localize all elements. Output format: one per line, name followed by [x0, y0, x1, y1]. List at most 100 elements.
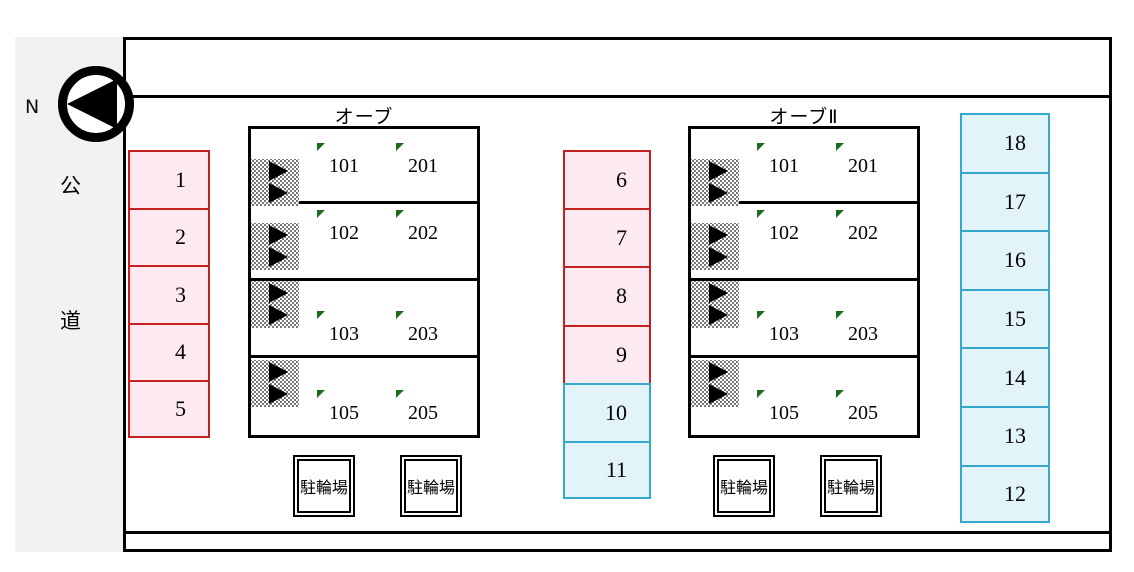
stair-arrow-icon — [269, 384, 288, 404]
unit-number[interactable]: 101 — [329, 155, 359, 177]
unit-corner-marker-icon — [757, 210, 765, 218]
parking-stall-9[interactable]: 9 — [563, 324, 651, 383]
driveway-line-top — [126, 95, 1112, 98]
public-road-label-top: 公 — [60, 174, 81, 198]
stair-arrow-icon — [269, 247, 288, 267]
parking-stall-17[interactable]: 17 — [960, 171, 1050, 231]
parking-column-middle: 6 7 8 9 10 11 — [563, 150, 651, 500]
building-floor-row: 101 201 — [691, 129, 917, 206]
stair-arrow-icon — [709, 305, 728, 325]
unit-corner-marker-icon — [396, 390, 404, 398]
north-arrow-icon — [58, 66, 134, 142]
bicycle-parking-area[interactable]: 駐輪場 — [713, 455, 775, 517]
unit-corner-marker-icon — [836, 143, 844, 151]
parking-stall-15[interactable]: 15 — [960, 288, 1050, 348]
parking-stall-number: 9 — [616, 341, 627, 367]
parking-stall-number: 7 — [616, 225, 627, 251]
parking-stall-number: 13 — [1004, 423, 1026, 449]
bicycle-parking-label: 駐輪場 — [824, 459, 878, 513]
bicycle-parking-label: 駐輪場 — [404, 459, 458, 513]
unit-corner-marker-icon — [836, 390, 844, 398]
unit-corner-marker-icon — [317, 210, 325, 218]
unit-number[interactable]: 103 — [769, 323, 799, 345]
parking-stall-5[interactable]: 5 — [128, 380, 210, 438]
bicycle-parking-area[interactable]: 駐輪場 — [400, 455, 462, 517]
stair-arrow-icon — [709, 384, 728, 404]
parking-stall-2[interactable]: 2 — [128, 207, 210, 265]
stair-arrow-icon — [709, 183, 728, 203]
unit-corner-marker-icon — [836, 311, 844, 319]
stair-arrow-icon — [269, 161, 288, 181]
parking-stall-number: 2 — [175, 224, 186, 250]
stairs-icon — [251, 360, 299, 407]
stair-arrow-icon — [709, 225, 728, 245]
parking-stall-10[interactable]: 10 — [563, 382, 651, 441]
unit-number[interactable]: 203 — [408, 323, 438, 345]
unit-corner-marker-icon — [396, 143, 404, 151]
stair-arrow-icon — [269, 283, 288, 303]
stairs-icon — [691, 159, 739, 206]
driveway-line-bottom — [126, 531, 1112, 534]
parking-column-left: 1 2 3 4 5 — [128, 150, 210, 438]
parking-stall-number: 18 — [1004, 130, 1026, 156]
parking-stall-16[interactable]: 16 — [960, 230, 1050, 289]
parking-stall-1[interactable]: 1 — [128, 150, 210, 208]
parking-stall-number: 6 — [616, 167, 627, 193]
unit-number[interactable]: 102 — [769, 222, 799, 244]
parking-stall-14[interactable]: 14 — [960, 347, 1050, 406]
parking-stall-18[interactable]: 18 — [960, 113, 1050, 172]
unit-number[interactable]: 101 — [769, 155, 799, 177]
stairs-icon — [251, 281, 299, 328]
stair-arrow-icon — [269, 225, 288, 245]
parking-stall-number: 11 — [605, 457, 627, 483]
stairs-icon — [691, 281, 739, 328]
stair-arrow-icon — [269, 183, 288, 203]
unit-corner-marker-icon — [317, 390, 325, 398]
parking-stall-number: 15 — [1004, 306, 1026, 332]
building-block: 101 201 102 202 103 203 105 205 — [248, 126, 480, 438]
bicycle-parking-area[interactable]: 駐輪場 — [820, 455, 882, 517]
bicycle-parking-label: 駐輪場 — [717, 459, 771, 513]
unit-number[interactable]: 103 — [329, 323, 359, 345]
unit-corner-marker-icon — [317, 311, 325, 319]
unit-number[interactable]: 201 — [848, 155, 878, 177]
building-floor-row: 102 202 — [251, 204, 477, 281]
parking-stall-number: 17 — [1004, 188, 1026, 214]
stairs-icon — [251, 159, 299, 206]
unit-number[interactable]: 201 — [408, 155, 438, 177]
unit-number[interactable]: 203 — [848, 323, 878, 345]
unit-corner-marker-icon — [757, 311, 765, 319]
building-floor-row: 103 203 — [691, 281, 917, 358]
parking-stall-4[interactable]: 4 — [128, 322, 210, 380]
unit-number[interactable]: 202 — [408, 222, 438, 244]
unit-number[interactable]: 105 — [329, 402, 359, 424]
stair-arrow-icon — [269, 305, 288, 325]
building-floor-row: 105 205 — [251, 358, 477, 435]
parking-stall-12[interactable]: 12 — [960, 464, 1050, 524]
stair-arrow-icon — [709, 161, 728, 181]
parking-stall-7[interactable]: 7 — [563, 208, 651, 267]
unit-corner-marker-icon — [396, 210, 404, 218]
building-floor-row: 101 201 — [251, 129, 477, 206]
stair-arrow-icon — [269, 362, 288, 382]
parking-stall-number: 4 — [175, 339, 186, 365]
unit-number[interactable]: 105 — [769, 402, 799, 424]
public-road-label-bottom: 道 — [60, 309, 81, 333]
unit-number[interactable]: 202 — [848, 222, 878, 244]
unit-number[interactable]: 102 — [329, 222, 359, 244]
parking-stall-6[interactable]: 6 — [563, 150, 651, 209]
parking-stall-11[interactable]: 11 — [563, 440, 651, 500]
parking-stall-number: 1 — [175, 166, 186, 192]
unit-number[interactable]: 205 — [848, 402, 878, 424]
parking-stall-8[interactable]: 8 — [563, 266, 651, 325]
parking-column-right: 18 17 16 15 14 13 12 — [960, 113, 1050, 524]
parking-stall-3[interactable]: 3 — [128, 265, 210, 323]
unit-number[interactable]: 205 — [408, 402, 438, 424]
bicycle-parking-area[interactable]: 駐輪場 — [293, 455, 355, 517]
stairs-icon — [691, 360, 739, 407]
unit-corner-marker-icon — [757, 143, 765, 151]
parking-stall-number: 8 — [616, 283, 627, 309]
unit-corner-marker-icon — [836, 210, 844, 218]
parking-stall-13[interactable]: 13 — [960, 405, 1050, 465]
parking-stall-number: 16 — [1004, 247, 1026, 273]
